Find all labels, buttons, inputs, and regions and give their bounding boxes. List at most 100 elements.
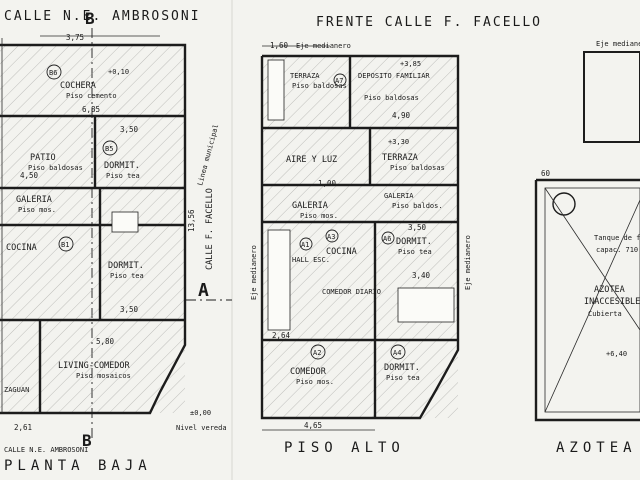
section-b-top-marker: B bbox=[85, 9, 95, 28]
planta-baja-title: PLANTA BAJA bbox=[4, 458, 152, 474]
azotea-label: AZOTEA bbox=[594, 285, 625, 295]
room-floor-dormit-a6: Piso tea bbox=[398, 248, 432, 256]
dim-2-61: 2,61 bbox=[14, 423, 32, 432]
room-marker-a3 bbox=[325, 229, 339, 243]
room-floor-dormit-pb: Piso tea bbox=[110, 272, 144, 280]
piso-alto-outer-wall bbox=[260, 54, 460, 420]
level-street-label: Nivel vereda bbox=[176, 424, 227, 432]
section-b-bottom-marker: B bbox=[82, 431, 92, 450]
room-marker-a4 bbox=[390, 344, 406, 360]
room-code-a4: A4 bbox=[393, 349, 401, 357]
room-name-aire-y-luz: AIRE Y LUZ bbox=[286, 155, 337, 165]
room-marker-a1 bbox=[299, 237, 313, 251]
room-name-galeria-upper: GALERIA bbox=[384, 192, 414, 200]
room-name-dormit-a4: DORMIT. bbox=[384, 363, 420, 373]
room-floor-terraza-mid: Piso baldosas bbox=[390, 164, 445, 172]
section-a-marker: A bbox=[198, 280, 209, 301]
inaccesible-label: INACCESIBLE bbox=[584, 297, 640, 307]
planta-baja-plan: 3,75 B6 COCHERA Piso cemento +0,10 6,85 … bbox=[0, 33, 227, 432]
room-floor-patio: Piso baldosas bbox=[28, 164, 83, 172]
room-floor-galeria-main: Piso mos. bbox=[300, 212, 338, 220]
room-code-b6: B6 bbox=[49, 69, 57, 77]
room-name-cochera: COCHERA bbox=[60, 81, 96, 91]
dim-3-50-top: 3,50 bbox=[120, 125, 139, 134]
dim-4-65: 4,65 bbox=[304, 421, 322, 430]
room-marker-b5 bbox=[102, 140, 118, 156]
room-floor-cochera: Piso cemento bbox=[66, 92, 117, 100]
room-code-a2: A2 bbox=[313, 349, 321, 357]
dim-3-40: 3,40 bbox=[412, 271, 431, 280]
room-name-galeria-main: GALERIA bbox=[292, 201, 328, 211]
eje-medianero-right: Eje medianero bbox=[464, 235, 472, 290]
room-code-a3: A3 bbox=[327, 233, 335, 241]
bathroom-upper bbox=[397, 287, 455, 323]
room-name-terraza-mid: TERRAZA bbox=[382, 153, 418, 163]
room-floor-comedor: Piso mos. bbox=[296, 378, 334, 386]
vertical-street-label: CALLE F. FACELLO bbox=[205, 188, 215, 270]
dim-3-50-mid: 3,50 bbox=[120, 305, 139, 314]
dim-4-90: 4,90 bbox=[392, 111, 411, 120]
room-floor-deposito: Piso baldosas bbox=[364, 94, 419, 102]
water-tank-icon bbox=[552, 192, 576, 216]
room-marker-a7 bbox=[333, 73, 347, 87]
level-street: ±0,00 bbox=[190, 409, 211, 417]
eje-medianero-left: Eje medianero bbox=[250, 245, 258, 300]
azotea-title: AZOTEA bbox=[556, 440, 637, 456]
room-marker-a2 bbox=[310, 344, 326, 360]
level-cochera: +0,10 bbox=[108, 68, 129, 76]
room-name-cocina-upper: COCINA bbox=[326, 247, 357, 257]
room-floor-living-comedor: Piso mosaicos bbox=[76, 372, 131, 380]
room-floor-galeria-upper: Piso baldos. bbox=[392, 202, 443, 210]
room-name-living-comedor: LIVING-COMEDOR bbox=[58, 361, 131, 371]
room-floor-galeria-pb: Piso mos. bbox=[18, 206, 56, 214]
room-code-b1: B1 bbox=[61, 241, 69, 249]
room-name-galeria-pb: GALERIA bbox=[16, 195, 52, 205]
room-marker-b1 bbox=[58, 236, 74, 252]
level-deposito: +3,85 bbox=[400, 60, 421, 68]
azotea-inner-parapet bbox=[544, 187, 640, 413]
room-marker-a6 bbox=[381, 231, 395, 245]
dim-5-80: 5,80 bbox=[96, 337, 115, 346]
room-name-patio: PATIO bbox=[30, 153, 56, 163]
roof-slope-line-2 bbox=[544, 199, 640, 413]
planta-baja-hatch bbox=[0, 45, 185, 413]
piso-alto-plan: Eje medianero 1,60 TERRAZA Piso baldosas… bbox=[260, 41, 460, 431]
piso-alto-title: PISO ALTO bbox=[284, 440, 405, 456]
dim-1-00: 1,00 bbox=[318, 179, 337, 188]
room-code-a1: A1 bbox=[301, 241, 309, 249]
room-floor-terraza-upper: Piso baldosas bbox=[292, 82, 347, 90]
dim-2-64: 2,64 bbox=[272, 331, 291, 340]
room-name-deposito: DEPOSITO FAMILIAR bbox=[358, 72, 430, 80]
room-name-dormit-b5: DORMIT. bbox=[104, 161, 140, 171]
azotea-outer-wall bbox=[534, 180, 640, 422]
tank-label: Tanque de fibrocemento bbox=[594, 234, 640, 242]
dim-1-60: 1,60 bbox=[270, 41, 289, 50]
dim-3-75: 3,75 bbox=[66, 33, 84, 42]
room-name-comedor-diario: COMEDOR DIARIO bbox=[322, 288, 381, 296]
room-name-dormit-pb: DORMIT. bbox=[108, 261, 144, 271]
room-floor-dormit-a4: Piso tea bbox=[386, 374, 420, 382]
room-name-comedor: COMEDOR bbox=[290, 367, 327, 377]
azotea-plan: Eje medianero 60 Tanque de fibrocemento … bbox=[534, 40, 640, 422]
azotea-upper-box bbox=[583, 51, 640, 143]
room-code-a6: A6 bbox=[383, 235, 391, 243]
roof-slope-line-1 bbox=[544, 187, 640, 331]
level-terraza-mid: +3,30 bbox=[388, 138, 409, 146]
eje-medianero-azotea: Eje medianero bbox=[596, 40, 640, 48]
left-bottom-street: CALLE N.E. AMBROSONI bbox=[4, 446, 88, 454]
stair-upper bbox=[267, 59, 285, 121]
dim-6-85: 6,85 bbox=[82, 105, 100, 114]
planta-baja-outer-wall bbox=[0, 43, 187, 415]
dim-4-50: 4,50 bbox=[20, 171, 39, 180]
room-name-terraza-upper: TERRAZA bbox=[290, 72, 320, 80]
room-name-hall-esc: HALL ESC. bbox=[292, 256, 330, 264]
piso-alto-hatch bbox=[262, 56, 458, 418]
room-code-a7: A7 bbox=[335, 77, 343, 85]
room-floor-dormit-b5: Piso tea bbox=[106, 172, 140, 180]
eje-medianero-center: Eje medianero bbox=[296, 42, 351, 50]
tank-capacity: capac. 710 lts. bbox=[596, 246, 640, 254]
dim-3-50-upper: 3,50 bbox=[408, 223, 427, 232]
bathroom-fixtures bbox=[111, 211, 139, 233]
level-azotea: +6,40 bbox=[606, 350, 627, 358]
